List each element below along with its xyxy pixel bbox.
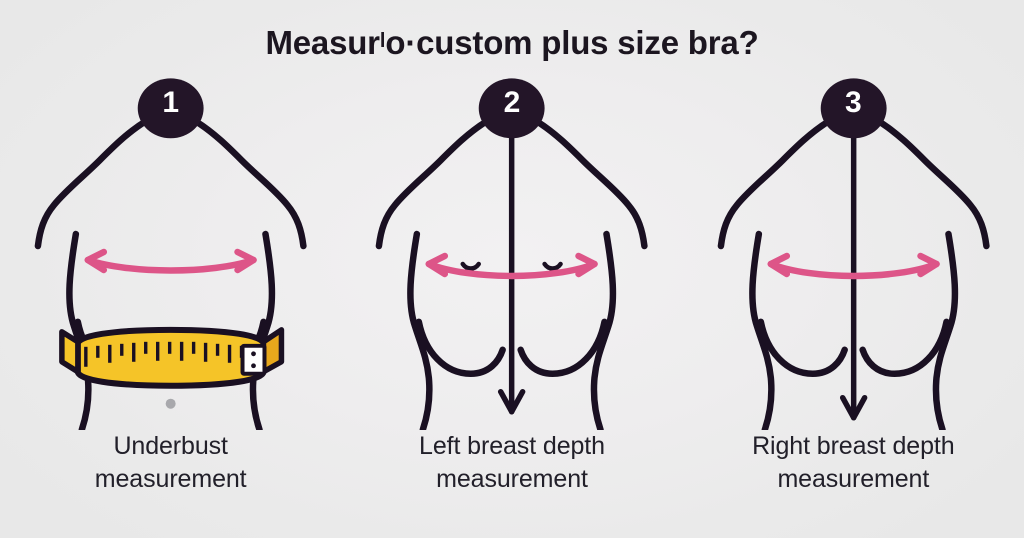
title-superscript-mark: l xyxy=(379,30,386,52)
tape-tick-marks xyxy=(84,341,244,367)
caption-line-2: measurement xyxy=(94,465,247,494)
caption-line-2: measurement xyxy=(436,465,588,494)
caption-underbust: Underbust measurement xyxy=(0,430,341,497)
panel-left-breast-depth: 2 Left breast depth measurement xyxy=(341,74,682,538)
bust-arrow-horizontal xyxy=(767,252,940,280)
panel-right-breast-depth: 3 Right breast depth measurement xyxy=(683,74,1024,538)
title-text-before: Measur xyxy=(265,24,380,61)
caption-line-1: Left breast depth xyxy=(419,432,605,460)
title-text-middle: o· xyxy=(385,24,417,61)
underbust-arrow-horizontal xyxy=(84,248,257,274)
depth-arrow-vertical xyxy=(839,93,868,421)
navel-dot xyxy=(165,398,176,409)
torso-outline-2 xyxy=(376,118,648,430)
torso-outline-3 xyxy=(717,118,990,430)
caption-line-1: Right breast depth xyxy=(752,432,955,460)
caption-line-1: Underbust xyxy=(113,432,228,460)
depth-arrow-vertical xyxy=(498,93,526,415)
tape-clasp xyxy=(240,343,267,376)
title-text-after: custom plus size bra? xyxy=(416,24,759,61)
step-badge-3 xyxy=(820,78,887,139)
bust-arrow-horizontal xyxy=(425,252,599,280)
caption-left-breast-depth: Left breast depth measurement xyxy=(341,430,682,497)
panel-row: 1 Underbust measurement xyxy=(0,74,1024,538)
measuring-tape xyxy=(59,326,285,389)
page-title: Measurlo·custom plus size bra? xyxy=(0,24,1024,62)
figure-left-breast-depth: 2 xyxy=(341,74,682,430)
caption-right-breast-depth: Right breast depth measurement xyxy=(683,430,1024,497)
step-badge-2 xyxy=(479,78,545,139)
nipple-marks xyxy=(460,261,564,271)
step-badge-1 xyxy=(137,78,204,139)
figure-right-breast-depth: 3 xyxy=(683,74,1024,430)
caption-line-2: measurement xyxy=(777,465,930,494)
figure-underbust: 1 xyxy=(0,74,341,430)
panel-underbust: 1 Underbust measurement xyxy=(0,74,341,538)
